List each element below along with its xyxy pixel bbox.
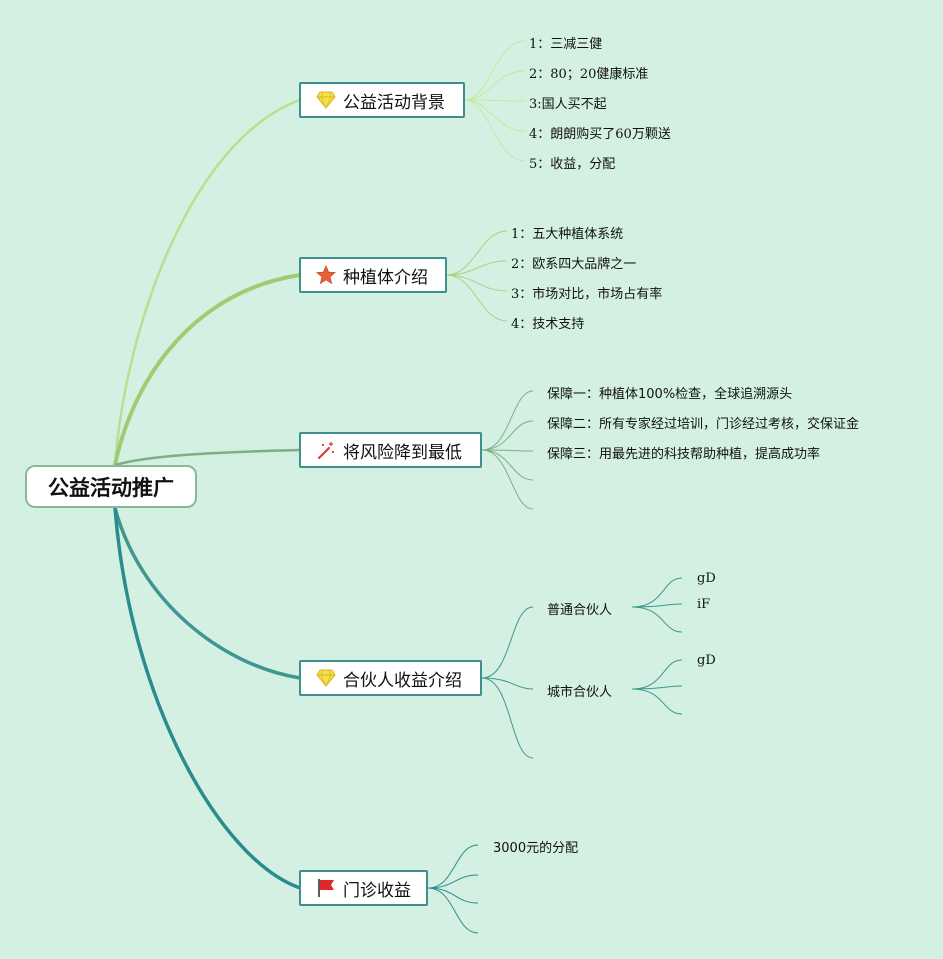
topic-public-welfare-background[interactable]: 公益活动背景: [299, 82, 465, 118]
subtopic-item[interactable]: 1：三减三健: [529, 37, 603, 52]
subtopic-item[interactable]: 1：五大种植体系统: [511, 227, 624, 242]
subtopic-item[interactable]: 5：收益，分配: [529, 157, 616, 172]
topic-minimize-risk[interactable]: 将风险降到最低: [299, 432, 482, 468]
subtopic-item[interactable]: 2：欧系四大品牌之一: [511, 257, 637, 272]
star-icon: [315, 265, 337, 285]
topic-label: 种植体介绍: [343, 267, 428, 288]
diamond-icon: [315, 90, 337, 110]
topic-label: 将风险降到最低: [343, 442, 462, 463]
topic-label: 公益活动背景: [343, 92, 445, 113]
fan-branch-5: [427, 844, 479, 934]
subtopic-item[interactable]: gD: [697, 571, 716, 586]
connector-branch-4: [113, 507, 301, 680]
subtopic-item[interactable]: 3：市场对比，市场占有率: [511, 287, 663, 302]
subtopic-item[interactable]: gD: [697, 653, 716, 668]
topic-label: 门诊收益: [343, 880, 411, 901]
subtopic-item[interactable]: 保障二：所有专家经过培训，门诊经过考核，交保证金: [547, 417, 860, 432]
magic-wand-icon: [315, 440, 337, 460]
connector-branch-1: [113, 98, 301, 466]
fan-branch-2: [445, 230, 508, 322]
subtopic-item[interactable]: 3:国人买不起: [529, 97, 607, 112]
fan-branch-1: [463, 40, 526, 162]
connector-branch-5: [113, 507, 301, 890]
subtopic-item[interactable]: 3000元的分配: [493, 841, 579, 856]
topic-partner-income[interactable]: 合伙人收益介绍: [299, 660, 482, 696]
topic-clinic-income[interactable]: 门诊收益: [299, 870, 428, 906]
root-topic[interactable]: 公益活动推广: [25, 465, 197, 508]
connector-branch-2: [113, 273, 301, 466]
fan-branch-4: [481, 577, 683, 759]
diamond-icon: [315, 668, 337, 688]
subtopic-item[interactable]: 保障三：用最先进的科技帮助种植，提高成功率: [547, 447, 821, 462]
subtopic-item[interactable]: iF: [697, 597, 711, 612]
topic-implant-introduction[interactable]: 种植体介绍: [299, 257, 447, 293]
subtopic-item[interactable]: 4：朗朗购买了60万颗送: [529, 127, 671, 142]
fan-branch-3: [481, 390, 534, 510]
topic-label: 合伙人收益介绍: [343, 670, 462, 691]
subtopic-item[interactable]: 保障一：种植体100%检查，全球追溯源头: [547, 387, 793, 402]
connector-branch-3: [114, 448, 301, 467]
subtopic-item[interactable]: 4：技术支持: [511, 317, 585, 332]
subtopic-item[interactable]: 2：80；20健康标准: [529, 67, 649, 82]
subtopic-city-partner[interactable]: 城市合伙人: [547, 685, 613, 700]
red-flag-icon: [315, 878, 337, 898]
subtopic-ordinary-partner[interactable]: 普通合伙人: [547, 603, 613, 618]
root-topic-label: 公益活动推广: [48, 475, 174, 500]
